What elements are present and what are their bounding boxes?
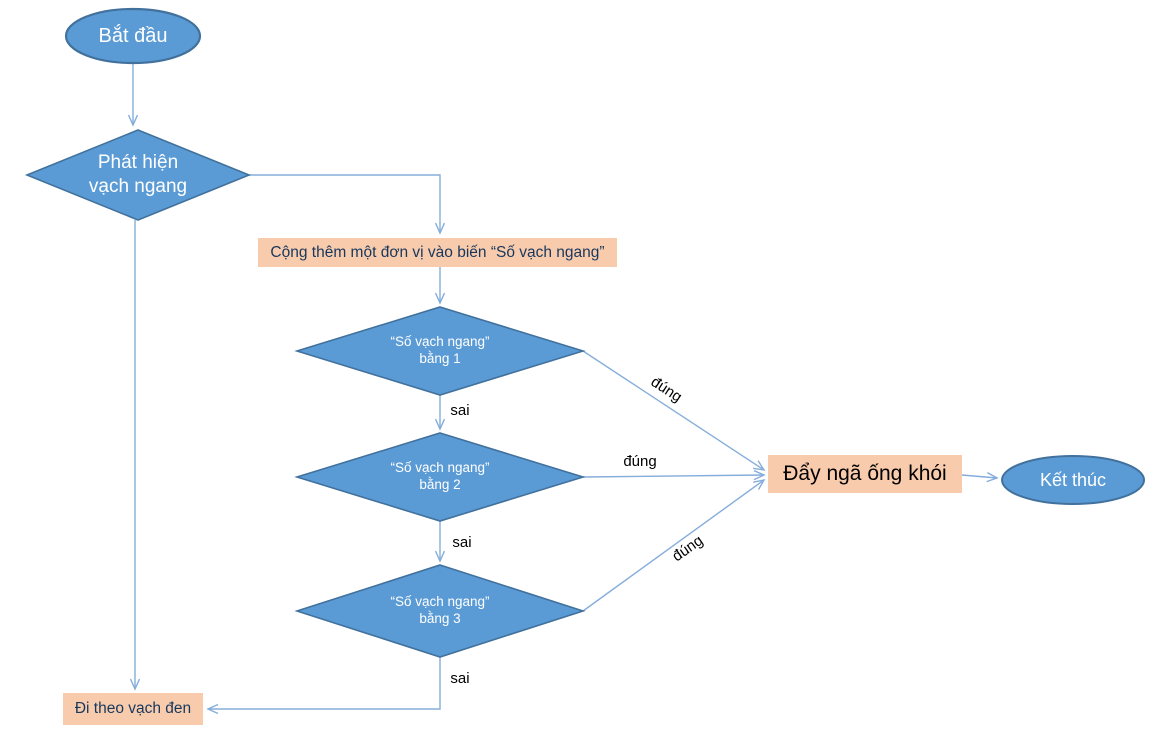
end-terminator-shape	[1001, 455, 1145, 505]
edge-check3-true-to-push	[582, 480, 764, 612]
follow-process-shape	[63, 693, 203, 725]
edge-check2-true-to-push	[582, 475, 764, 477]
detect-decision-shape	[24, 129, 252, 221]
edge-push-to-end	[961, 475, 997, 478]
nodes-layer	[24, 7, 1145, 725]
edge-check3-false-to-follow	[208, 657, 441, 709]
check3-decision-shape	[294, 564, 586, 658]
edge-check1-true-to-push	[582, 350, 764, 470]
check2-decision-shape	[294, 432, 586, 522]
check1-decision-shape	[294, 306, 586, 396]
edge-detect-to-increment	[249, 174, 440, 233]
increment-process-shape	[258, 238, 617, 267]
push-process-shape	[768, 455, 962, 493]
start-terminator-shape	[64, 7, 202, 65]
edges-layer	[133, 63, 997, 709]
